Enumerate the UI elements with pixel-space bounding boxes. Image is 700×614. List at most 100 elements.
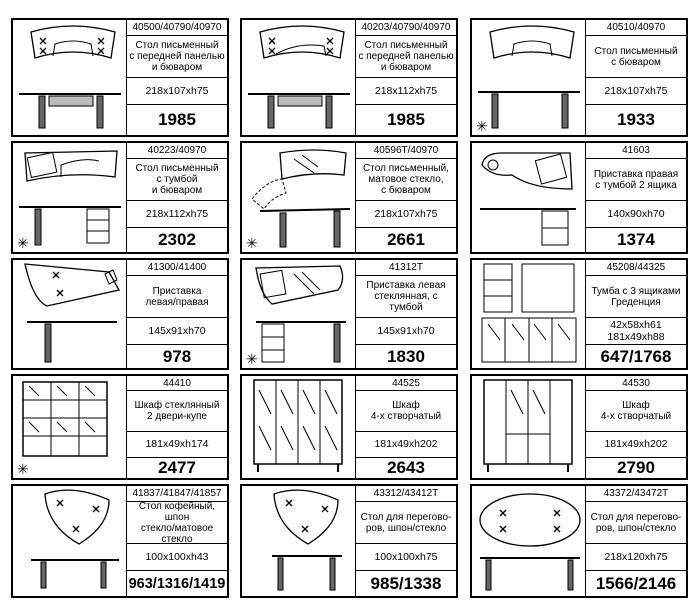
product-dimensions: 100x100xh43	[127, 544, 227, 571]
product-card: 40203/40790/40970 Стол письменный с пере…	[240, 18, 458, 137]
product-card: 41837/41847/41857 Стол кофейный, шпон ст…	[11, 484, 229, 598]
table-illustration	[472, 486, 586, 596]
product-dimensions: 42x58xh61 181x49xh88	[586, 318, 686, 345]
product-code: 45208/44325	[586, 260, 686, 276]
cabinet-illustration	[472, 260, 586, 368]
product-description: Стол кофейный, шпон стекло/матовое стекл…	[127, 501, 227, 545]
product-info: 40223/40970 Стол письменный с тумбой и б…	[126, 143, 227, 252]
product-card: ✳ 40510/40970 Стол письменный с бюваром …	[470, 18, 688, 137]
product-card: 45208/44325 Тумба с 3 ящиками Греденция …	[470, 258, 688, 370]
cabinet-icon	[481, 263, 577, 363]
product-description: Стол письменный с тумбой и бюваром	[127, 159, 227, 201]
product-card: ✳ 41312T Приставка левая стеклянная, с т…	[240, 258, 458, 370]
product-code: 41312T	[356, 260, 456, 276]
product-description: Стол для перегово- ров, шпон/стекло	[586, 502, 686, 544]
product-description: Стол для перегово- ров, шпон/стекло	[356, 502, 456, 544]
extension-illustration	[472, 143, 586, 252]
product-dimensions: 181x49xh202	[356, 432, 456, 458]
product-info: 41603 Приставка правая с тумбой 2 ящика …	[585, 143, 686, 252]
star-mark-icon: ✳	[17, 461, 29, 477]
desk-icon	[19, 25, 121, 129]
meeting-table-icon	[31, 489, 119, 589]
product-description: Стол письменный с бюваром	[586, 36, 686, 78]
desk-illustration	[242, 143, 356, 252]
product-card: 44525 Шкаф 4-х створчатый 181x49xh202 26…	[240, 374, 458, 480]
product-card: 40500/40790/40970 Стол письменный с пере…	[11, 18, 229, 137]
wardrobe-icon	[22, 381, 108, 457]
wardrobe-illustration	[242, 376, 356, 478]
product-price: 1985	[158, 110, 196, 129]
product-code: 44410	[127, 376, 227, 392]
product-card: 43372/43472T Стол для перегово- ров, шпо…	[470, 484, 688, 598]
star-mark-icon: ✳	[246, 351, 258, 367]
product-code: 41603	[586, 143, 686, 159]
product-info: 44530 Шкаф 4-х створчатый 181x49xh202 27…	[585, 376, 686, 478]
table-illustration	[13, 486, 127, 596]
product-price: 1566/2146	[595, 573, 677, 593]
extension-illustration	[13, 260, 127, 368]
star-mark-icon: ✳	[246, 235, 258, 251]
extension-table-icon	[255, 265, 346, 363]
product-description: Приставка левая стеклянная, с тумбой	[356, 276, 456, 318]
product-description: Шкаф стеклянный 2 двери-купе	[127, 391, 227, 432]
wardrobe-icon	[253, 379, 343, 472]
product-dimensions: 181x49xh202	[586, 432, 686, 458]
product-price: 2477	[158, 458, 196, 477]
product-description: Шкаф 4-х створчатый	[356, 391, 456, 432]
product-card: 44530 Шкаф 4-х створчатый 181x49xh202 27…	[470, 374, 688, 480]
product-card: ✳ 40223/40970 Стол письменный с тумбой и…	[11, 141, 229, 254]
product-dimensions: 218x120xh75	[586, 544, 686, 571]
product-description: Стол письменный с передней панелью и бюв…	[356, 36, 456, 78]
product-card: 41603 Приставка правая с тумбой 2 ящика …	[470, 141, 688, 254]
product-code: 40223/40970	[127, 143, 227, 159]
product-dimensions: 218x112xh75	[127, 201, 227, 228]
star-mark-icon: ✳	[476, 118, 488, 134]
product-dimensions: 145x91xh70	[356, 318, 456, 345]
product-description: Шкаф 4-х створчатый	[586, 391, 686, 432]
desk-icon	[251, 149, 351, 248]
product-price: 1985	[387, 110, 425, 129]
product-card: ✳ 40596T/40970 Стол письменный, матовое …	[240, 141, 458, 254]
product-code: 41837/41847/41857	[127, 486, 227, 502]
table-illustration	[242, 486, 356, 596]
product-dimensions: 145x91xh70	[127, 318, 227, 345]
product-price: 2643	[387, 458, 425, 477]
product-dimensions: 218x107xh75	[356, 201, 456, 228]
product-info: 40500/40790/40970 Стол письменный с пере…	[126, 20, 227, 135]
extension-table-icon	[480, 152, 576, 246]
product-code: 44530	[586, 376, 686, 392]
wardrobe-icon	[483, 379, 573, 472]
product-dimensions: 218x107xh75	[586, 78, 686, 105]
product-card: 43312/43412T Стол для перегово- ров, шпо…	[240, 484, 458, 598]
product-code: 40500/40790/40970	[127, 20, 227, 36]
desk-illustration	[13, 143, 127, 252]
product-dimensions: 100x100xh75	[356, 544, 456, 571]
product-info: 40203/40790/40970 Стол письменный с пере…	[355, 20, 456, 135]
meeting-table-icon	[479, 493, 581, 591]
product-code: 41300/41400	[127, 260, 227, 276]
product-dimensions: 181x49xh174	[127, 432, 227, 458]
product-dimensions: 218x107xh75	[127, 78, 227, 105]
extension-illustration	[242, 260, 356, 368]
product-code: 43312/43412T	[356, 486, 456, 502]
product-info: 40596T/40970 Стол письменный, матовое ст…	[355, 143, 456, 252]
product-description: Стол письменный с передней панелью и бюв…	[127, 36, 227, 78]
desk-illustration	[242, 20, 356, 135]
product-description: Приставка левая/правая	[127, 276, 227, 318]
star-mark-icon: ✳	[17, 235, 29, 251]
meeting-table-icon	[272, 489, 342, 591]
product-price: 1374	[617, 230, 655, 249]
product-code: 43372/43472T	[586, 486, 686, 502]
desk-illustration	[13, 20, 127, 135]
product-info: 43372/43472T Стол для перегово- ров, шпо…	[585, 486, 686, 596]
product-price: 2790	[617, 458, 655, 477]
product-price: 647/1768	[600, 346, 672, 366]
product-price: 2302	[158, 230, 196, 249]
product-price: 963/1316/1419	[128, 575, 226, 592]
product-info: 45208/44325 Тумба с 3 ящиками Греденция …	[585, 260, 686, 368]
product-info: 41837/41847/41857 Стол кофейный, шпон ст…	[126, 486, 227, 596]
product-price: 985/1338	[370, 573, 442, 593]
product-card: ✳ 44410 Шкаф стеклянный 2 двери-купе 181…	[11, 374, 229, 480]
product-price: 978	[162, 346, 192, 366]
product-card: 41300/41400 Приставка левая/правая 145x9…	[11, 258, 229, 370]
